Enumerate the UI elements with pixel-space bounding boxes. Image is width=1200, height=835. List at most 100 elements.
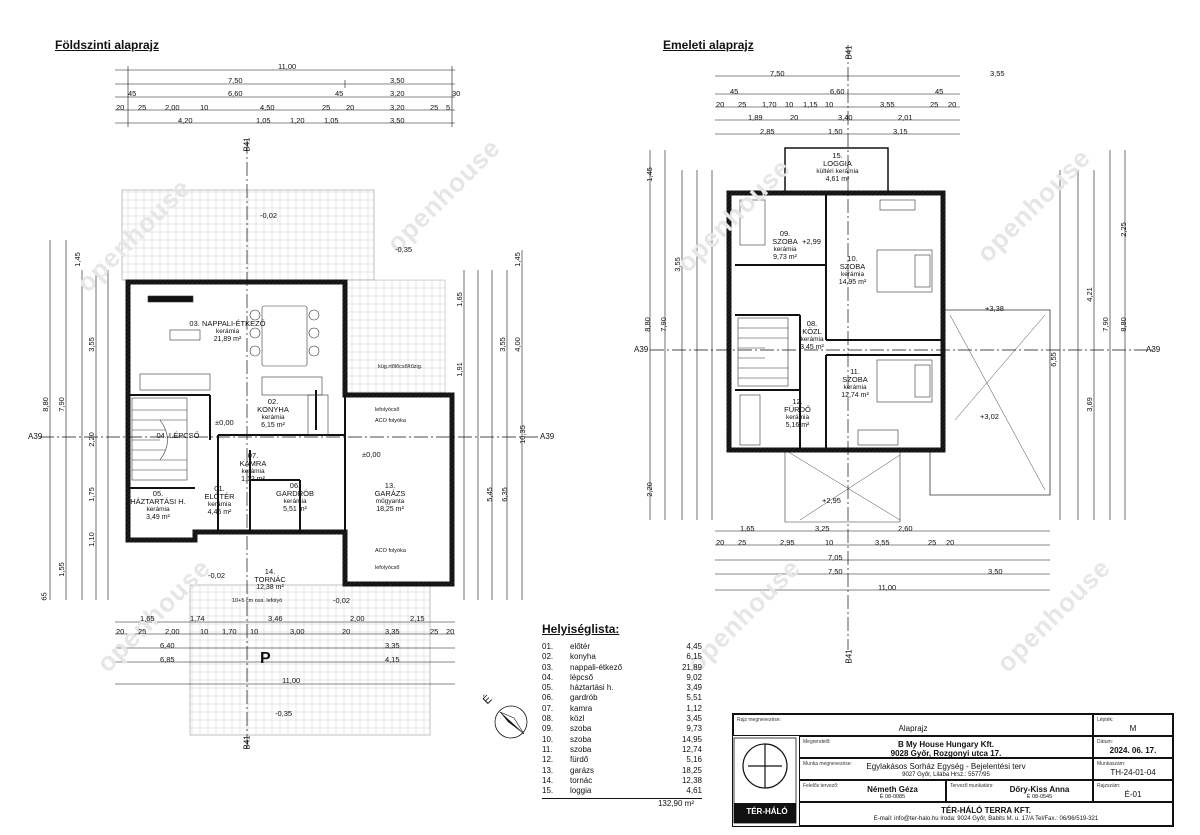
ground-top-dimensions (115, 66, 455, 127)
room-list-number: 03. (542, 662, 554, 672)
room-list-number: 15. (542, 786, 554, 796)
room-list-name: lépcső (570, 672, 594, 682)
room-list-title: Helyiséglista: (542, 622, 620, 636)
roof-ridges (784, 314, 1046, 521)
room-list-area: 9,73 (686, 724, 702, 734)
ground-floor-plan (40, 66, 540, 750)
lower-roof (929, 309, 1051, 496)
tb-client: Megrendelő: B My House Hungary Kft. 9028… (799, 736, 1093, 758)
upper-floor-title: Emeleti alaprajz (663, 38, 754, 52)
ground-inner-walls (128, 390, 346, 532)
tb-label: Felelős tervező: (803, 783, 839, 789)
room-list-number: 02. (542, 652, 554, 662)
tb-jobno: Munkaszám: TH-24-01-04 (1093, 758, 1173, 780)
room-list-name: tornác (570, 775, 593, 785)
tb-value: Németh Géza (867, 785, 918, 794)
room-list-total: 132,90 m² (542, 798, 702, 808)
room-list-name: garázs (570, 765, 595, 775)
room-list-number: 11. (542, 744, 553, 754)
room-list-name: gardrób (570, 693, 598, 703)
tb-label: Dátum: (1097, 739, 1114, 745)
upper-top-dimensions (715, 75, 960, 135)
tb-value: Alaprajz (898, 724, 928, 733)
ter-halo-logo (733, 737, 797, 824)
ground-furniture (139, 295, 329, 436)
tb-label: Munka megnevezése: (803, 761, 852, 767)
tb-value: Dőry-Kiss Anna (1009, 785, 1070, 794)
upper-outer-wall-hatch (726, 190, 946, 453)
room-list-area: 3,45 (686, 714, 702, 724)
north-arrow (494, 705, 528, 739)
room-list-number: 10. (542, 734, 554, 744)
room-list-row: 03. nappali-étkező 21,89 (542, 663, 702, 673)
room-list-row: 10. szoba 14,95 (542, 735, 702, 745)
tb-logo-text: TÉR-HÁLÓ (746, 807, 788, 816)
room-list-number: 07. (542, 703, 554, 713)
tb-firm: TÉR-HÁLÓ TERRA KFT. E-mail: info@ter-hal… (799, 802, 1173, 826)
room-label-04: 04. LÉPCSŐ (156, 431, 200, 440)
tb-label: Rajz megnevezése: (737, 717, 781, 723)
tb-value: É-01 (1124, 790, 1142, 799)
room-list-name: szoba (570, 734, 592, 744)
room-list-name: szoba (570, 724, 592, 734)
room-list-area: 4,61 (686, 786, 702, 796)
room-list-name: kamra (570, 703, 593, 713)
room-list-name: fürdő (570, 755, 589, 765)
upper-furniture (739, 199, 933, 446)
upper-right-dimensions (1059, 150, 1126, 520)
room-list-row: 09. szoba 9,73 (542, 724, 702, 734)
room-list-name: előtér (570, 642, 591, 651)
room-list-area: 1,12 (686, 703, 702, 713)
entrance-roof (784, 451, 901, 523)
room-list-number: 09. (542, 724, 554, 734)
room-list-number: 05. (542, 683, 554, 693)
tb-label: Rajzszám: (1097, 783, 1121, 789)
tb-coworker: Tervező munkatárs: Dőry-Kiss Anna É 08-0… (946, 780, 1093, 802)
tb-sheet: Rajzszám: É-01 (1093, 780, 1173, 802)
room-list-area: 18,25 (681, 765, 702, 775)
room-list-name: közl (570, 714, 585, 724)
room-list-number: 06. (542, 693, 554, 703)
room-list-name: loggia (570, 786, 592, 796)
tb-value: B My House Hungary Kft. (897, 740, 994, 749)
room-list-name: háztartási h. (570, 683, 614, 693)
tb-value: TH-24-01-04 (1110, 768, 1156, 777)
tb-label: Lépték: (1097, 717, 1114, 723)
ground-stairs (131, 397, 188, 481)
tb-label: Munkaszám: (1097, 761, 1126, 767)
room-list-number: 01. (542, 642, 554, 651)
room-list-area: 21,89 (681, 662, 702, 672)
tb-drawing-name: Rajz megnevezése: Alaprajz (733, 714, 1093, 736)
side-paving (344, 279, 446, 396)
room-list-row: 13. garázs 18,25 (542, 766, 702, 776)
tb-date: Dátum: 2024. 06. 17. (1093, 736, 1173, 758)
room-list-number: 04. (542, 672, 554, 682)
upper-bottom-dimensions (715, 530, 1050, 591)
room-list-name: nappali-étkező (570, 662, 623, 672)
room-list-row: 05.háztartási h.3,49 (542, 683, 702, 693)
tb-value: M (1129, 724, 1137, 733)
room-list-area: 6,15 (686, 652, 702, 662)
upper-floor-plan (649, 45, 1155, 650)
room-list-area: 14,95 (681, 734, 702, 744)
tb-value: 9027 Győr, Lilába Hrsz.: 5577/95 (902, 772, 990, 778)
tb-value: 2024. 06. 17. (1109, 746, 1157, 755)
room-list-row: 07. kamra 1,12 (542, 704, 702, 714)
room-list-number: 13. (542, 765, 554, 775)
tb-value: É 08-0085 (879, 794, 906, 800)
